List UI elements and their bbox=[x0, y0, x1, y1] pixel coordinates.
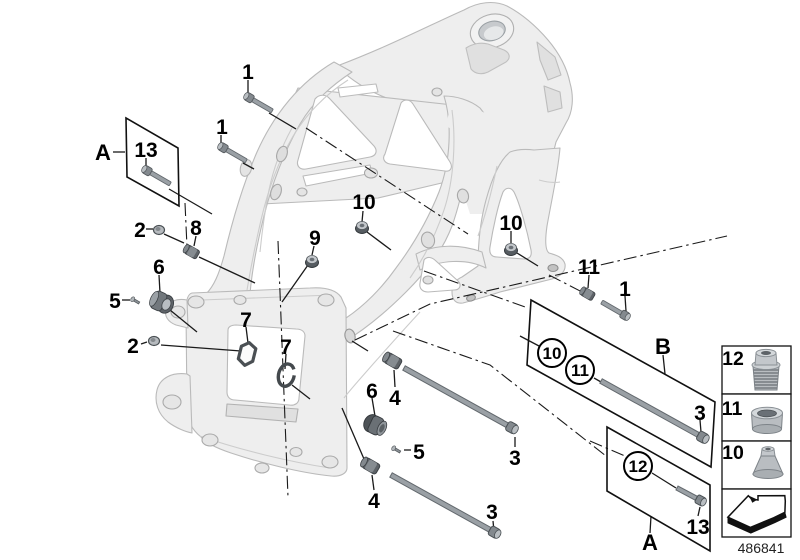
svg-text:2: 2 bbox=[127, 335, 139, 358]
svg-text:4: 4 bbox=[368, 490, 380, 513]
svg-text:2: 2 bbox=[134, 219, 146, 242]
svg-text:10: 10 bbox=[722, 442, 744, 464]
svg-text:4: 4 bbox=[389, 387, 401, 410]
svg-text:11: 11 bbox=[722, 398, 743, 420]
svg-text:5: 5 bbox=[109, 290, 121, 313]
svg-text:12: 12 bbox=[722, 348, 744, 370]
svg-text:3: 3 bbox=[509, 447, 521, 470]
svg-text:8: 8 bbox=[190, 217, 202, 240]
svg-text:486841: 486841 bbox=[738, 540, 785, 556]
svg-text:B: B bbox=[655, 334, 671, 359]
svg-text:10: 10 bbox=[499, 212, 522, 235]
svg-text:9: 9 bbox=[309, 227, 321, 250]
svg-text:10: 10 bbox=[352, 191, 375, 214]
svg-text:10: 10 bbox=[543, 344, 562, 363]
svg-text:3: 3 bbox=[694, 402, 706, 425]
svg-text:11: 11 bbox=[578, 256, 601, 279]
svg-text:1: 1 bbox=[619, 278, 631, 301]
svg-text:12: 12 bbox=[629, 457, 648, 476]
svg-text:1: 1 bbox=[242, 61, 254, 84]
svg-text:6: 6 bbox=[366, 380, 378, 403]
svg-text:11: 11 bbox=[571, 361, 589, 380]
svg-text:5: 5 bbox=[413, 441, 425, 464]
svg-text:A: A bbox=[642, 530, 658, 555]
svg-text:13: 13 bbox=[134, 139, 157, 162]
svg-text:6: 6 bbox=[153, 256, 165, 279]
svg-text:3: 3 bbox=[486, 501, 498, 524]
svg-text:7: 7 bbox=[240, 309, 252, 332]
svg-text:1: 1 bbox=[216, 116, 228, 139]
svg-text:13: 13 bbox=[686, 516, 709, 539]
svg-text:7: 7 bbox=[280, 336, 292, 359]
svg-text:A: A bbox=[95, 140, 111, 165]
